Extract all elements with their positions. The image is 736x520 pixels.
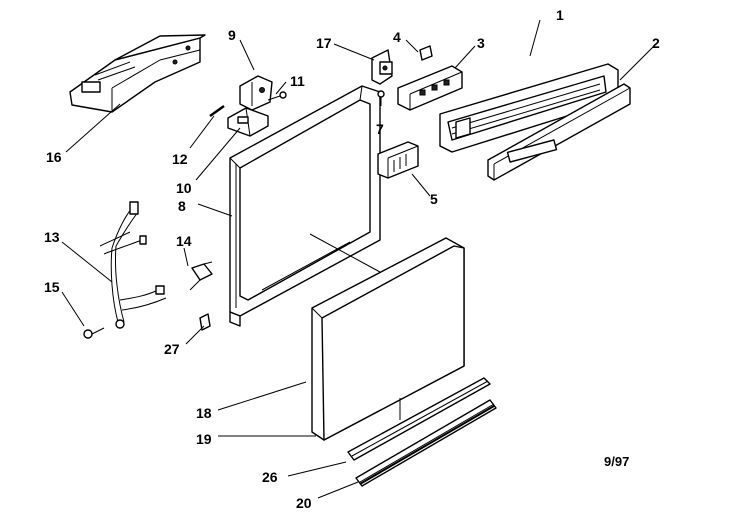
callout-17: 17 bbox=[316, 35, 332, 51]
leader-17 bbox=[333, 43, 375, 61]
callout-12: 12 bbox=[172, 151, 188, 167]
part-1-control-panel bbox=[439, 63, 619, 153]
leader-16 bbox=[65, 103, 121, 153]
leader-2 bbox=[619, 44, 656, 81]
callout-13: 13 bbox=[44, 229, 60, 245]
part-5-switch-plate bbox=[377, 141, 419, 179]
leader-1 bbox=[529, 19, 541, 57]
callout-26: 26 bbox=[262, 469, 278, 485]
part-16-vent-assembly bbox=[69, 34, 206, 113]
leader-18 bbox=[217, 381, 307, 411]
leader-11 bbox=[275, 81, 287, 95]
leader-14 bbox=[183, 247, 189, 267]
callout-9: 9 bbox=[228, 27, 236, 43]
callout-labels: 1 2 3 4 5 7 8 9 10 11 12 13 14 15 16 17 … bbox=[44, 7, 660, 511]
callout-14: 14 bbox=[176, 233, 192, 249]
part-12-pin bbox=[209, 104, 225, 118]
part-14-fuse bbox=[189, 261, 213, 291]
part-3-switch-module bbox=[397, 65, 463, 111]
part-7-screw bbox=[377, 90, 385, 106]
callout-8: 8 bbox=[178, 198, 186, 214]
leader-5 bbox=[411, 173, 431, 197]
leader-3 bbox=[454, 45, 476, 69]
part-4-clip bbox=[419, 45, 433, 61]
callout-3: 3 bbox=[477, 35, 485, 51]
leader-lines bbox=[61, 19, 656, 499]
leader-13 bbox=[61, 241, 113, 283]
leader-10 bbox=[195, 127, 241, 181]
callout-5: 5 bbox=[430, 191, 438, 207]
part-10-hinge-block bbox=[227, 107, 269, 137]
date-code: 9/97 bbox=[604, 454, 629, 469]
leader-15 bbox=[61, 291, 85, 327]
part-17-latch-bracket bbox=[371, 49, 393, 85]
callout-18: 18 bbox=[196, 405, 212, 421]
part-9-hinge-bracket bbox=[239, 75, 273, 111]
part-26-trim-strip bbox=[347, 377, 491, 461]
part-11-screw bbox=[267, 91, 287, 101]
leader-9 bbox=[239, 39, 255, 71]
part-18-19-outer-door-panel bbox=[311, 237, 465, 441]
leader-27 bbox=[185, 325, 205, 345]
part-27-clip bbox=[199, 313, 211, 331]
callout-2: 2 bbox=[652, 35, 660, 51]
leader-4 bbox=[405, 39, 419, 53]
part-15-screw bbox=[83, 327, 105, 339]
leader-8 bbox=[197, 203, 233, 217]
leader-26 bbox=[287, 461, 347, 477]
leader-12 bbox=[189, 115, 215, 149]
callout-10: 10 bbox=[176, 180, 192, 196]
part-8-door-frame bbox=[229, 85, 381, 327]
callout-1: 1 bbox=[556, 7, 564, 23]
callout-16: 16 bbox=[46, 149, 62, 165]
callout-15: 15 bbox=[44, 279, 60, 295]
callout-27: 27 bbox=[164, 341, 180, 357]
callout-7: 7 bbox=[376, 121, 384, 137]
callout-11: 11 bbox=[290, 73, 305, 89]
callout-4: 4 bbox=[393, 29, 401, 45]
callout-19: 19 bbox=[196, 431, 212, 447]
callout-20: 20 bbox=[296, 495, 312, 511]
part-2-console-trim bbox=[487, 83, 631, 181]
part-20-bottom-trim bbox=[355, 399, 497, 487]
leader-panel bbox=[309, 233, 381, 273]
leader-20 bbox=[317, 481, 359, 499]
part-13-wire-harness bbox=[99, 201, 167, 329]
